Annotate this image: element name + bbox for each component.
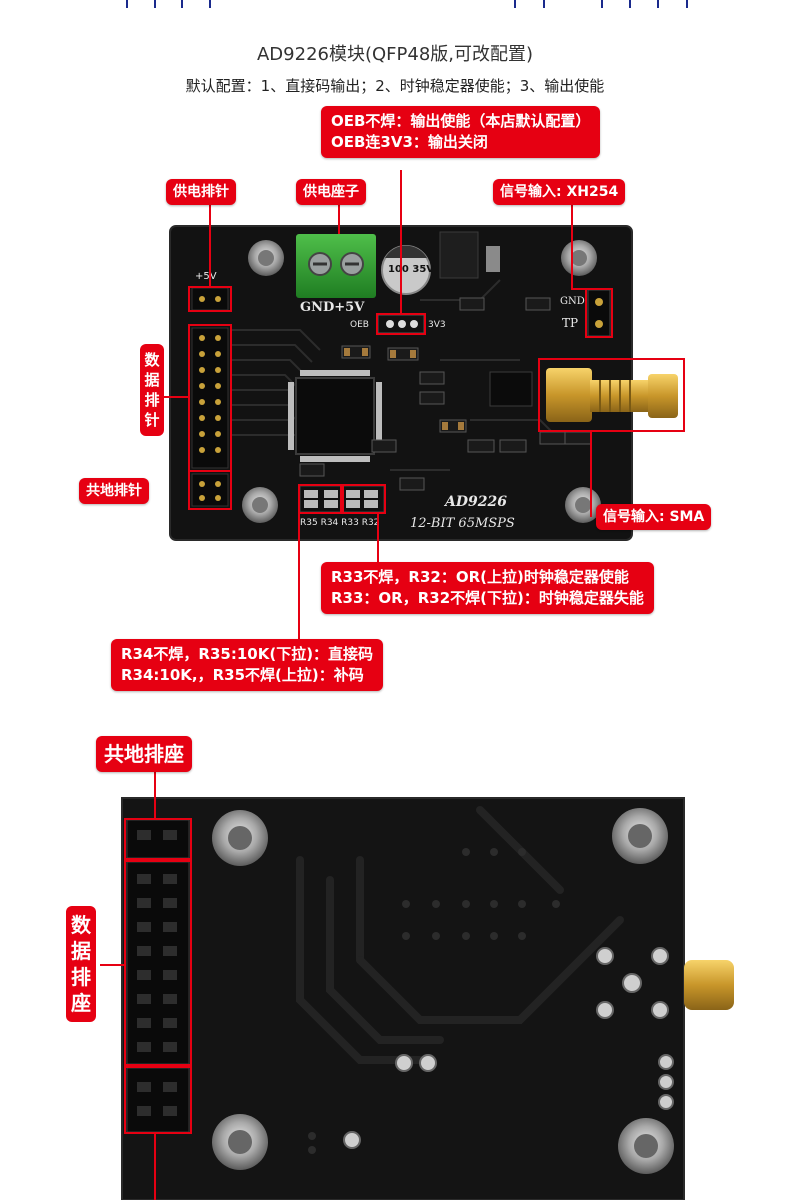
top-mark: [181, 0, 183, 8]
r33-note-line2: R33：OR，R32不焊(下拉)：时钟稳定器失能: [331, 589, 644, 607]
r32-r33-box: [342, 484, 386, 514]
r34-note-line2: R34:10K,，R35不焊(上拉)：补码: [121, 666, 364, 684]
top-mark: [601, 0, 603, 8]
r34-r35-note: R34不焊，R35:10K(下拉)：直接码 R34:10K,，R35不焊(上拉)…: [111, 639, 384, 691]
back-bottom-leader: [154, 1134, 156, 1200]
sma-leader: [590, 432, 592, 517]
sma-box: [538, 358, 685, 432]
r33-r32-note: R33不焊，R32：OR(上拉)时钟稳定器使能 R33：OR，R32不焊(下拉)…: [321, 562, 654, 614]
silk-plus5v: +5V: [195, 271, 217, 282]
power-header-label: 供电排针: [166, 179, 236, 205]
top-mark: [514, 0, 516, 8]
top-mark: [209, 0, 211, 8]
power-header-leader: [209, 205, 211, 286]
page-subtitle: 默认配置：1、直接码输出；2、时钟稳定器使能；3、输出使能: [185, 77, 605, 95]
signal-sma-label: 信号输入: SMA: [596, 504, 712, 530]
back-ground-box: [124, 818, 192, 860]
back-data-leader: [100, 964, 124, 966]
power-header-box: [188, 286, 232, 312]
top-mark: [543, 0, 545, 8]
silk-gnd5v: GND+5V: [300, 300, 365, 315]
top-mark: [629, 0, 631, 8]
top-mark: [686, 0, 688, 8]
silk-3v3: 3V3: [428, 320, 446, 330]
r34-leader: [298, 514, 300, 640]
r33-note-line1: R33不焊，R32：OR(上拉)时钟稳定器使能: [331, 568, 629, 586]
page-title: AD9226模块(QFP48版,可改配置): [256, 44, 534, 65]
xh254-leader: [571, 205, 573, 290]
power-socket-label: 供电座子: [296, 179, 366, 205]
top-mark: [657, 0, 659, 8]
top-mark: [126, 0, 128, 8]
signal-xh254-label: 信号输入: XH254: [493, 179, 626, 205]
pcb-back: [121, 797, 734, 1200]
r34-r35-box: [298, 484, 342, 514]
data-header-box: [188, 324, 232, 472]
data-header-leader: [164, 396, 188, 398]
back-data-box: [124, 860, 192, 1066]
ground-header-box: [188, 470, 232, 510]
back-bottom-box: [124, 1066, 192, 1134]
silk-cap: 100 35V: [388, 264, 435, 275]
silk-oeb: OEB: [350, 320, 369, 330]
oeb-note-line2: OEB连3V3：输出关闭: [331, 133, 488, 151]
power-socket-leader: [338, 205, 340, 234]
silk-resistors: R35 R34 R33 R32: [300, 518, 380, 528]
data-socket-label: 数据排座: [66, 906, 96, 1022]
chip-spec: 12-BIT 65MSPS: [410, 516, 515, 531]
ground-header-label: 共地排针: [79, 478, 149, 504]
chip-label: AD9226: [445, 494, 507, 510]
top-mark: [154, 0, 156, 8]
oeb-note-line1: OEB不焊：输出使能（本店默认配置）: [331, 112, 591, 130]
xh254-leader-h: [571, 288, 585, 290]
oeb-note: OEB不焊：输出使能（本店默认配置） OEB连3V3：输出关闭: [321, 106, 601, 158]
oeb-leader: [400, 170, 402, 313]
oeb-pad-box: [376, 313, 426, 335]
r33-leader: [377, 514, 379, 564]
silk-gnd: GND: [560, 296, 585, 307]
back-ground-leader: [154, 772, 156, 818]
r34-note-line1: R34不焊，R35:10K(下拉)：直接码: [121, 645, 374, 663]
data-header-label: 数据排针: [140, 344, 164, 436]
ground-socket-label: 共地排座: [96, 736, 192, 772]
xh254-box: [585, 288, 613, 338]
silk-tp: TP: [562, 316, 579, 330]
pcb-front: [169, 225, 678, 541]
